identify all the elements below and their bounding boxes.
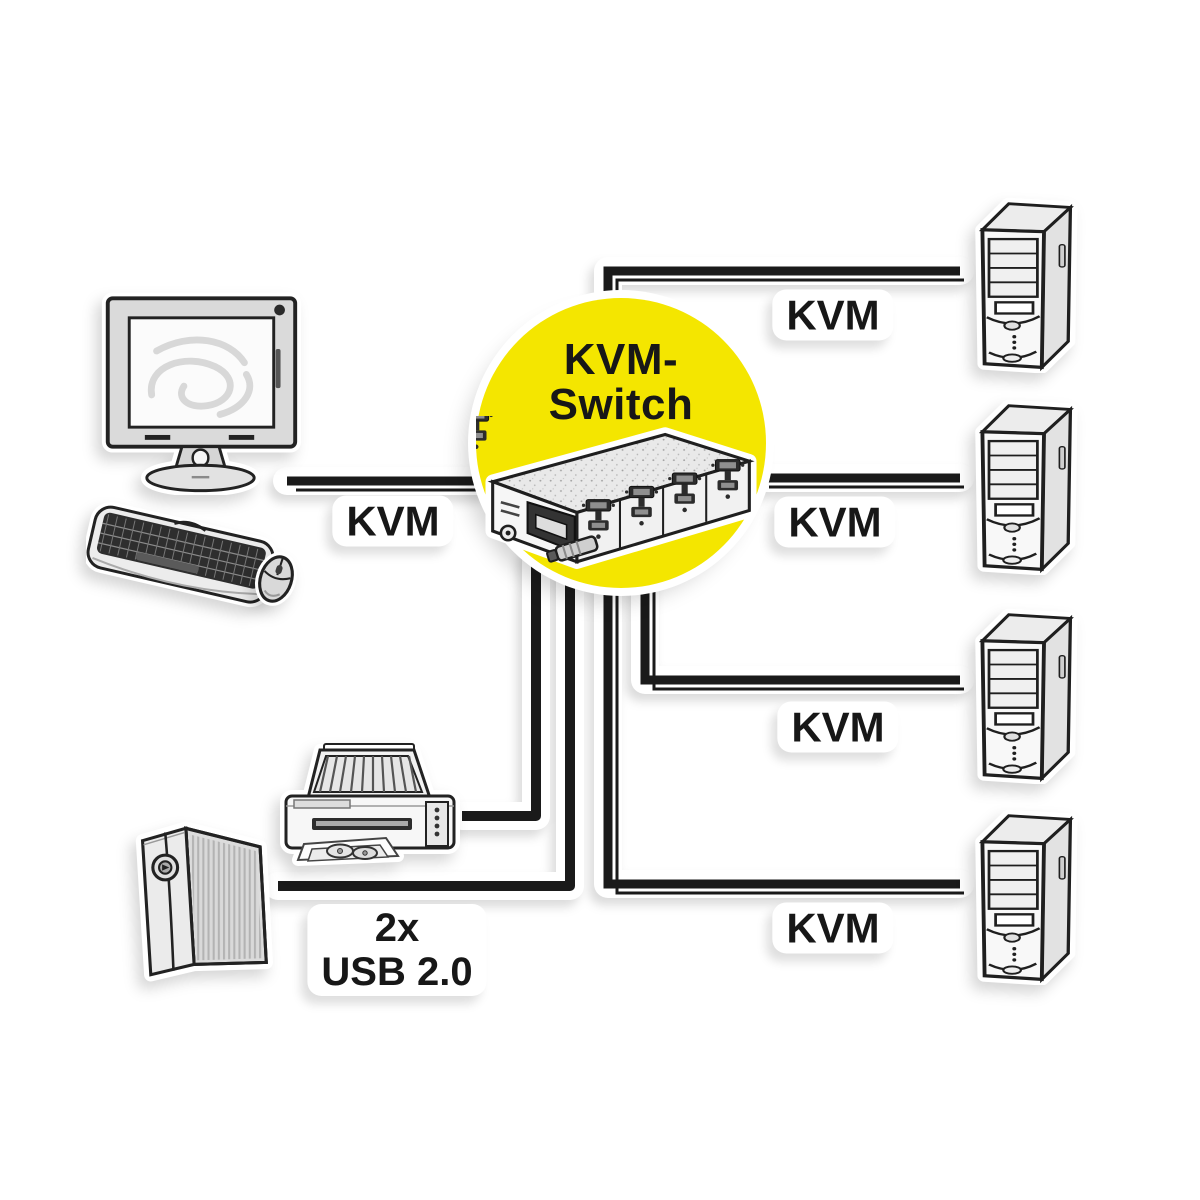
label-pc2-kvm: KVM [774,496,896,548]
computer-tower-1-icon [967,187,1099,373]
external-drive-icon [135,821,273,982]
hub-label: KVM- Switch [476,335,766,429]
monitor-icon [101,292,302,495]
computer-tower-3-icon [967,598,1099,784]
kvm-cables [287,266,960,889]
kvm-switch-hub: KVM- Switch [476,298,766,588]
hub-label-line1: KVM- [563,335,679,384]
label-pc3-kvm: KVM [777,701,899,753]
label-console-kvm: KVM [332,495,454,547]
usb-cables [278,558,575,891]
computer-tower-2-icon [967,389,1099,575]
label-usb: 2x USB 2.0 [307,904,487,996]
kvm-switch-device-icon [476,416,757,569]
hub-label-line2: Switch [548,379,694,429]
label-pc1-kvm: KVM [772,289,894,341]
mouse-icon [255,552,297,606]
label-usb-line1: 2x [374,906,420,950]
computer-tower-4-icon [967,799,1099,985]
label-pc4-kvm: KVM [772,902,894,954]
printer-icon [280,743,460,866]
label-usb-line2: USB 2.0 [321,950,473,994]
